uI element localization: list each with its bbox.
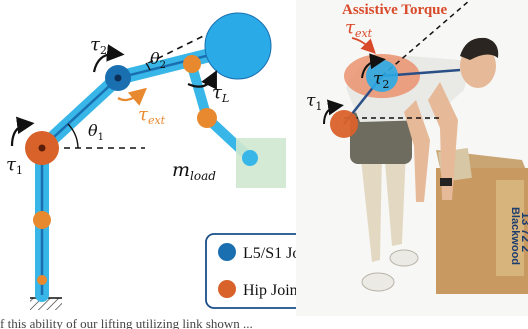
m-load-label: mload bbox=[172, 159, 216, 183]
knee-joint bbox=[33, 211, 51, 229]
tau-ext-label: τext bbox=[138, 104, 166, 127]
shoulder-joint bbox=[183, 55, 201, 73]
tau1-arrow bbox=[12, 124, 28, 146]
tau-l-label: τL bbox=[212, 82, 229, 105]
left-shoe bbox=[362, 273, 394, 291]
tau1-label: τ1 bbox=[6, 154, 23, 177]
ankle-joint bbox=[37, 275, 47, 285]
legend-hip-swatch bbox=[218, 280, 236, 298]
hip-joint-core bbox=[39, 145, 46, 152]
legend-l5s1-swatch bbox=[218, 243, 236, 261]
tau-ext-arrow bbox=[118, 92, 142, 100]
tau2-label: τ2 bbox=[90, 34, 107, 57]
load-joint bbox=[242, 150, 258, 166]
caption: f this ability of our lifting utilizing … bbox=[0, 316, 528, 329]
theta2-label: θ2 bbox=[150, 49, 166, 71]
elbow-joint bbox=[197, 108, 217, 128]
theta1-label: θ1 bbox=[88, 121, 104, 143]
photo-hip-joint bbox=[330, 110, 358, 138]
assistive-torque-title: Assistive Torque bbox=[342, 2, 448, 18]
head-circle bbox=[205, 13, 271, 79]
box-text-2: 13 72 2 bbox=[519, 212, 528, 252]
legend-hip-label: Hip Joint bbox=[243, 282, 303, 299]
l5s1-joint-core bbox=[115, 75, 122, 82]
right-shoe bbox=[390, 250, 418, 266]
photo-panel: Blackwood 13 72 2 bbox=[296, 0, 528, 316]
watch bbox=[440, 178, 452, 186]
load-box bbox=[236, 138, 286, 188]
